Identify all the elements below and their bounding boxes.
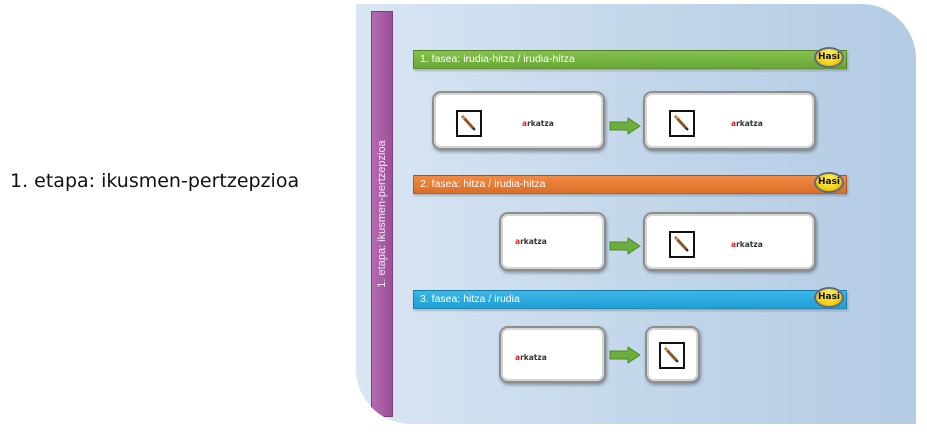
exercise-panel: 1. etapa: ikusmen-pertzepzioa 1. fasea: … <box>356 4 916 424</box>
phase-2-start-button[interactable]: Hasi <box>814 172 844 193</box>
phase-2-bar: 2. fasea: hitza / irudia-hitza Hasi <box>413 172 847 194</box>
pencil-icon <box>669 231 695 258</box>
phase-3-label: 3. fasea: hitza / irudia <box>420 293 520 305</box>
phase-2-label: 2. fasea: hitza / irudia-hitza <box>420 178 546 190</box>
phase-1-target-card[interactable]: arkatza <box>643 91 816 150</box>
stage-label: 1. etapa: ikusmen-pertzepzioa <box>10 170 300 192</box>
word-label: arkatza <box>515 353 547 362</box>
phase-3-target-card[interactable] <box>645 326 700 383</box>
stage-vertical-label: 1. etapa: ikusmen-pertzepzioa <box>376 140 388 288</box>
word-label: arkatza <box>515 237 547 246</box>
phase-3-start-button[interactable]: Hasi <box>814 287 844 308</box>
right-arrow-icon <box>609 346 641 364</box>
phase-3-source-card[interactable]: arkatza <box>499 326 606 383</box>
word-label: arkatza <box>522 119 554 128</box>
phase-3-bar: 3. fasea: hitza / irudia Hasi <box>413 287 847 309</box>
pencil-icon <box>456 110 482 137</box>
phase-2-source-card[interactable]: arkatza <box>499 212 606 271</box>
phase-1-bar: 1. fasea: irudia-hitza / irudia-hitza Ha… <box>413 47 847 69</box>
right-arrow-icon <box>609 237 641 255</box>
pencil-icon <box>669 110 695 137</box>
stage-vertical-bar: 1. etapa: ikusmen-pertzepzioa <box>371 11 393 417</box>
phase-2-target-card[interactable]: arkatza <box>643 212 816 271</box>
right-arrow-icon <box>609 117 641 135</box>
pencil-icon <box>659 342 685 369</box>
phase-1-label: 1. fasea: irudia-hitza / irudia-hitza <box>420 53 575 65</box>
phase-1-start-button[interactable]: Hasi <box>814 47 844 68</box>
word-label: arkatza <box>731 240 763 249</box>
word-label: arkatza <box>731 119 763 128</box>
phase-1-source-card[interactable]: arkatza <box>432 91 605 150</box>
